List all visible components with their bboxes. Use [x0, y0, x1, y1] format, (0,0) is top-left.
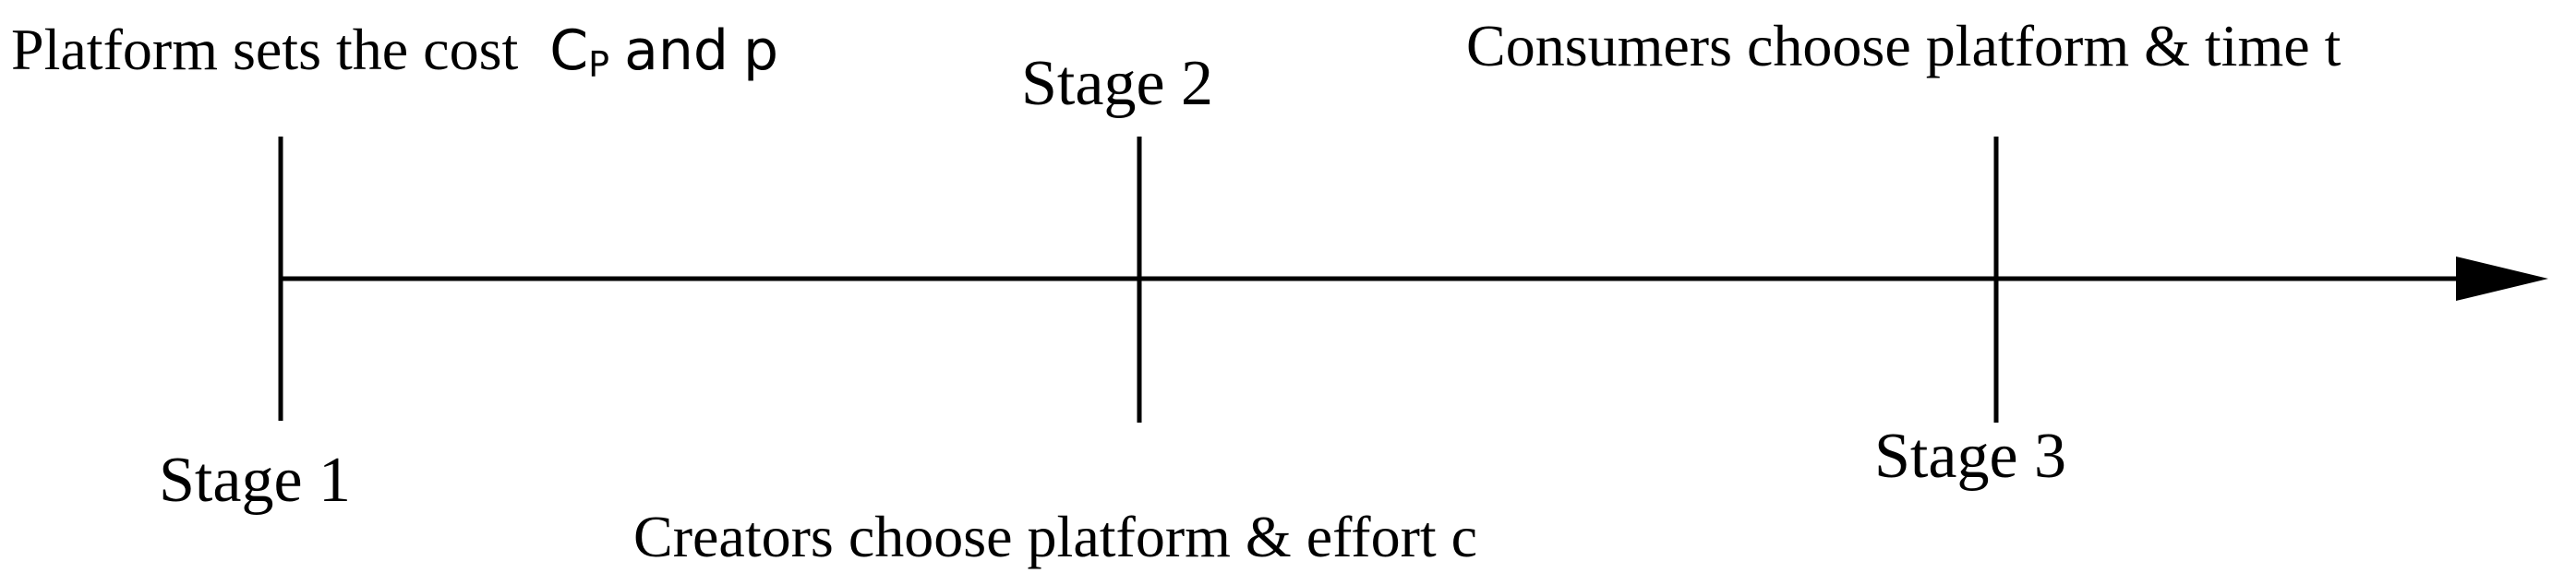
stage3-label: Stage 3 [1874, 421, 2067, 492]
stage1-label: Stage 1 [159, 445, 352, 516]
and-connector: and [624, 18, 728, 83]
timeline-arrowhead [2456, 257, 2548, 301]
stage3-event-text: Consumers choose platform & time t [1466, 13, 2341, 78]
cost-variable: CP [549, 18, 610, 85]
stage2-event-text: Creators choose platform & effort c [633, 504, 1478, 569]
stage1-event-text: Platform sets the cost CP and p [11, 17, 779, 85]
stage2-label: Stage 2 [1021, 48, 1214, 119]
stage1-event-description: Platform sets the cost [11, 17, 519, 82]
price-variable: p [742, 18, 779, 83]
